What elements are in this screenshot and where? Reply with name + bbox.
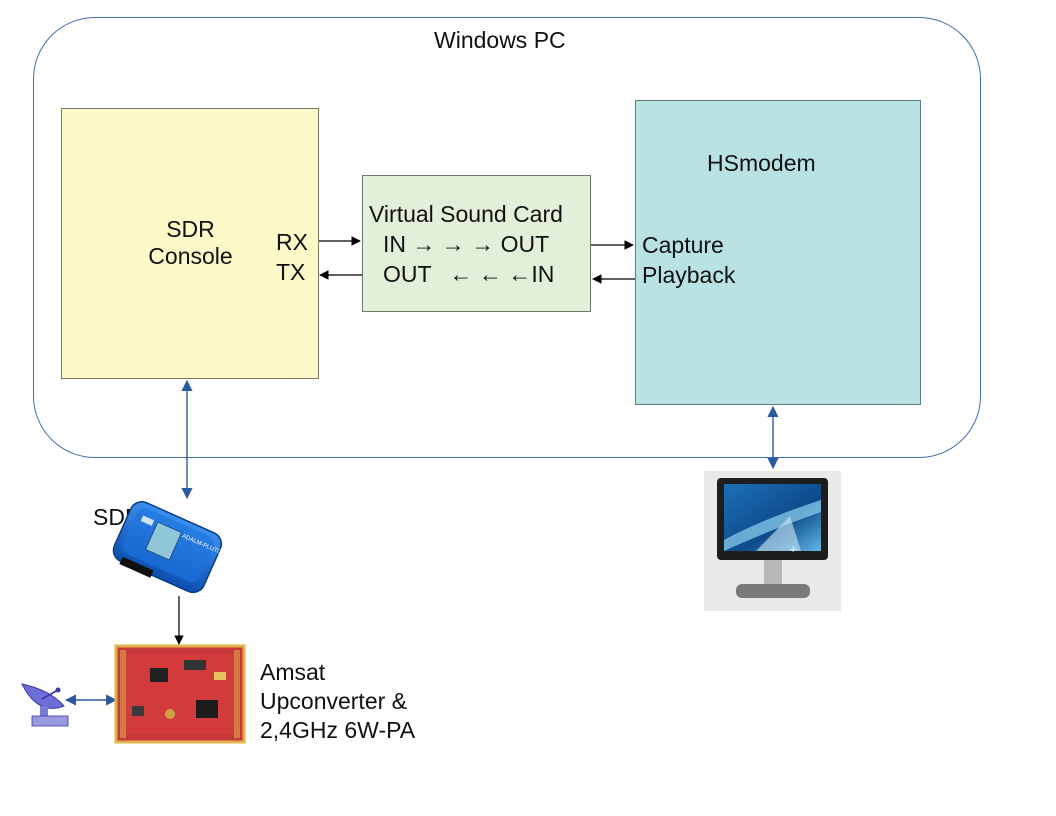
windows-pc-title: Windows PC (434, 27, 566, 53)
virtual-sound-card-box: Virtual Sound Card IN → → → OUT OUT ← ← … (362, 175, 591, 312)
playback-label: Playback (642, 262, 736, 288)
vsc-out-row-arrows: ← ← ← (449, 261, 532, 287)
sdr-console-title-line1: SDR (166, 216, 215, 242)
sdr-console-box: SDR Console RX TX (61, 108, 319, 379)
antenna-icon (21, 683, 69, 727)
svg-text:+: + (790, 544, 796, 556)
vsc-in-row-left: IN (383, 231, 406, 257)
windows-pc-frame (33, 17, 981, 458)
capture-label: Capture (642, 232, 724, 258)
vsc-in-row: IN → → → OUT (383, 231, 549, 258)
vsc-in-row-right: OUT (500, 231, 550, 257)
hsmodem-box: HSmodem Capture Playback (635, 100, 921, 405)
rx-label: RX (276, 229, 308, 255)
upconverter-board-image (114, 644, 246, 744)
virtual-sound-card-title: Virtual Sound Card (369, 201, 563, 227)
amsat-label-line3: 2,4GHz 6W-PA (260, 717, 416, 743)
amsat-label-line1: Amsat (260, 659, 326, 685)
vsc-out-row-right: IN (531, 261, 555, 287)
vsc-out-row: OUT ← ← ←IN (383, 261, 554, 288)
vsc-out-row-left: OUT (383, 261, 432, 287)
sdr-console-title: SDR Console (62, 216, 319, 270)
sdr-device-image: ADALM-PLUTO (112, 501, 223, 594)
amsat-label: Amsat Upconverter & 2,4GHz 6W-PA (260, 658, 415, 745)
monitor-icon: + (704, 471, 841, 611)
vsc-in-row-arrows: → → → (412, 231, 495, 257)
tx-label: TX (276, 259, 306, 285)
sdr-console-title-line2: Console (148, 243, 233, 269)
hsmodem-title: HSmodem (707, 150, 816, 176)
amsat-label-line2: Upconverter & (260, 688, 408, 714)
